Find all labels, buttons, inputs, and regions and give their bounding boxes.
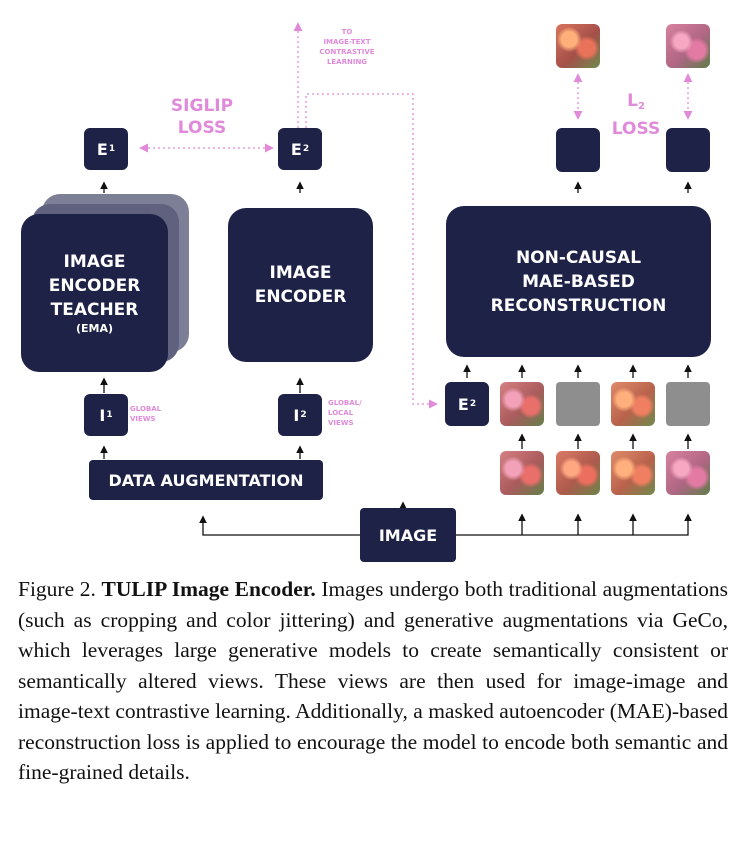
global-views-label: GLOBAL VIEWS: [130, 405, 162, 423]
image-encoder: IMAGE ENCODER: [228, 208, 373, 362]
input-patch-3-image: [611, 451, 655, 495]
data-augmentation: DATA AUGMENTATION: [89, 460, 323, 500]
encoder-line-1: IMAGE: [269, 263, 332, 283]
teacher-ema: (EMA): [75, 322, 114, 335]
diagram-connectors: [100, 22, 693, 536]
reconstructed-tulip-image-1: [556, 24, 600, 68]
teacher-line-3: TEACHER: [50, 300, 139, 320]
input-patch-1-image: [500, 451, 544, 495]
contrastive-learning-label: TO IMAGE-TEXT CONTRASTIVE LEARNING: [319, 28, 375, 66]
mae-reconstruction: NON-CAUSAL MAE-BASED RECONSTRUCTION: [446, 206, 711, 357]
masked-patch-1: [556, 382, 600, 426]
caption-body: Images undergo both traditional augmenta…: [18, 577, 729, 784]
teacher-line-2: ENCODER: [48, 276, 141, 296]
image-input: IMAGE: [360, 508, 456, 562]
visible-patch-2-image: [611, 382, 655, 426]
figure-caption: Figure 2. TULIP Image Encoder. Images un…: [18, 574, 728, 788]
image-encoder-teacher: IMAGE ENCODER TEACHER (EMA): [21, 214, 168, 372]
visible-patch-1-image: [500, 382, 544, 426]
reconstructed-output-2: [666, 128, 710, 172]
teacher-line-1: IMAGE: [63, 252, 126, 272]
reconstructed-tulip-image-2: [666, 24, 710, 68]
l2-loss-label: L2 LOSS: [611, 91, 661, 139]
reconstructed-output-1: [556, 128, 600, 172]
flow-arrows: [100, 181, 692, 536]
masked-patch-2: [666, 382, 710, 426]
input-patch-2-image: [556, 451, 600, 495]
siglip-loss-label: SIGLIP LOSS: [170, 96, 234, 138]
recon-line-1: NON-CAUSAL: [515, 247, 642, 268]
caption-prefix: Figure 2.: [18, 577, 102, 601]
encoder-line-2: ENCODER: [254, 287, 347, 307]
recon-line-2: MAE-BASED: [522, 271, 635, 292]
global-local-views-label: GLOBAL/ LOCAL VIEWS: [328, 399, 362, 427]
recon-line-3: RECONSTRUCTION: [490, 295, 667, 316]
input-patch-4-image: [666, 451, 710, 495]
caption-title: TULIP Image Encoder.: [101, 577, 316, 601]
pink-dotted-connectors: [139, 22, 693, 409]
